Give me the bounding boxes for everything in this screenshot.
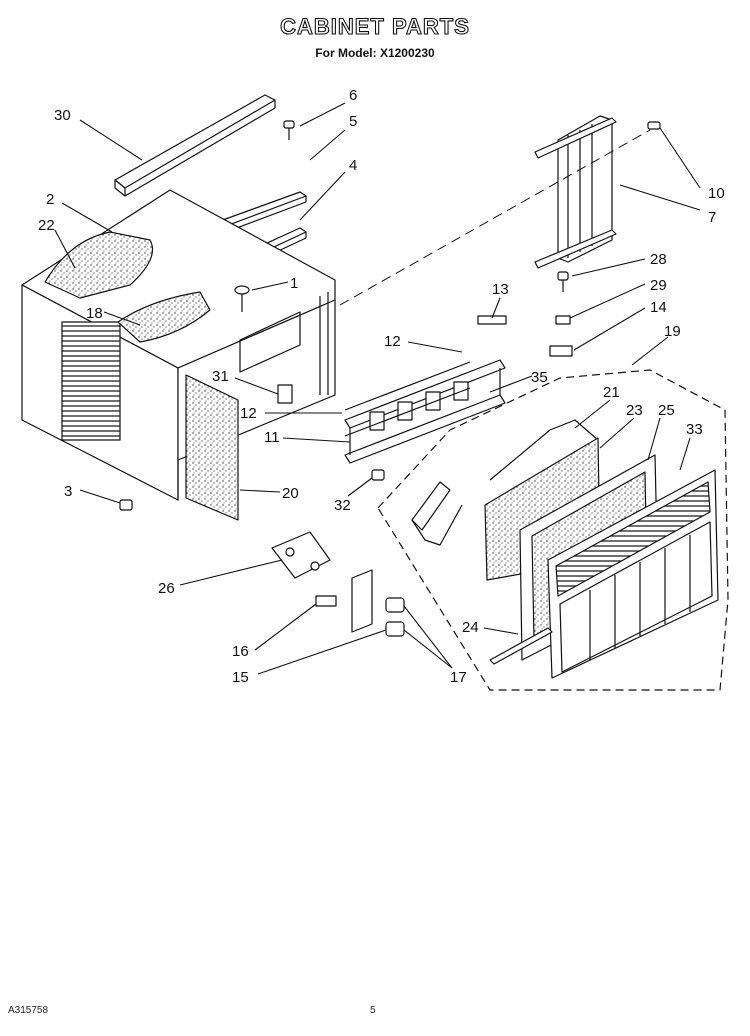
- callout-10: 10: [708, 185, 725, 202]
- top-rail-part: [114, 94, 276, 197]
- callout-21: 21: [603, 384, 620, 401]
- control-bracket-26: [271, 531, 331, 579]
- screw-icon: [119, 499, 133, 511]
- callout-16: 16: [232, 643, 249, 660]
- callout-23: 23: [626, 402, 643, 419]
- insulation-pad-18: [117, 291, 211, 343]
- knob-part-16: [315, 595, 337, 607]
- callout-3: 3: [64, 483, 72, 500]
- document-code: A315758: [8, 1005, 49, 1016]
- callout-6: 6: [349, 87, 357, 104]
- latch-part-14: [549, 345, 573, 357]
- callout-35: 35: [531, 369, 548, 386]
- mounting-bracket-assembly: [344, 359, 506, 464]
- callout-22: 22: [38, 217, 55, 234]
- callout-17: 17: [450, 669, 467, 686]
- callout-15: 15: [232, 669, 249, 686]
- callout-12b: 12: [240, 405, 257, 422]
- plug-icon: [234, 285, 250, 312]
- callout-28: 28: [650, 251, 667, 268]
- callout-labels: 30 6 5 4 2 22 1 18 10 7 28 29 14 13 12 1…: [38, 87, 725, 686]
- callout-4: 4: [349, 157, 357, 174]
- callout-33: 33: [686, 421, 703, 438]
- screw-icon: [371, 469, 385, 481]
- callout-14: 14: [650, 299, 667, 316]
- callout-5: 5: [349, 113, 357, 130]
- front-grille-33: [547, 469, 719, 679]
- side-insulation-panel: [185, 374, 239, 521]
- callout-24: 24: [462, 619, 479, 636]
- callout-25: 25: [658, 402, 675, 419]
- callout-7: 7: [708, 209, 716, 226]
- callout-32: 32: [334, 497, 351, 514]
- callout-2: 2: [46, 191, 54, 208]
- callout-13: 13: [492, 281, 509, 298]
- clip-part-13: [477, 315, 507, 325]
- callout-18: 18: [86, 305, 103, 322]
- screw-icon: [283, 120, 295, 140]
- filter-handle-21: [411, 419, 599, 546]
- bottom-rail-24: [489, 627, 553, 665]
- callout-26: 26: [158, 580, 175, 597]
- callout-11: 11: [264, 429, 280, 446]
- fastener-part-10: [647, 121, 661, 130]
- clip-part-29: [555, 315, 571, 325]
- knob-plate: [351, 569, 373, 633]
- screw-icon: [557, 271, 569, 292]
- page-number: 5: [370, 1005, 376, 1016]
- assembly-guide-line: [339, 129, 651, 306]
- knob-part-17b: [385, 621, 405, 637]
- callout-31: 31: [212, 368, 229, 385]
- insulation-pad-22: [44, 231, 154, 299]
- callout-29: 29: [650, 277, 667, 294]
- cabinet-body: [21, 189, 336, 501]
- side-curtain-panel: [534, 115, 617, 269]
- callout-19: 19: [664, 323, 681, 340]
- page-title: CABINET PARTS: [280, 13, 470, 39]
- callout-20: 20: [282, 485, 299, 502]
- callout-1: 1: [290, 275, 298, 292]
- leader-lines: [54, 102, 701, 675]
- callout-12a: 12: [384, 333, 401, 350]
- knob-part-17a: [385, 597, 405, 613]
- clip-part-31: [277, 384, 293, 404]
- front-grille-group-outline: [377, 369, 729, 691]
- callout-30: 30: [54, 107, 71, 124]
- model-subtitle: For Model: X1200230: [315, 46, 435, 60]
